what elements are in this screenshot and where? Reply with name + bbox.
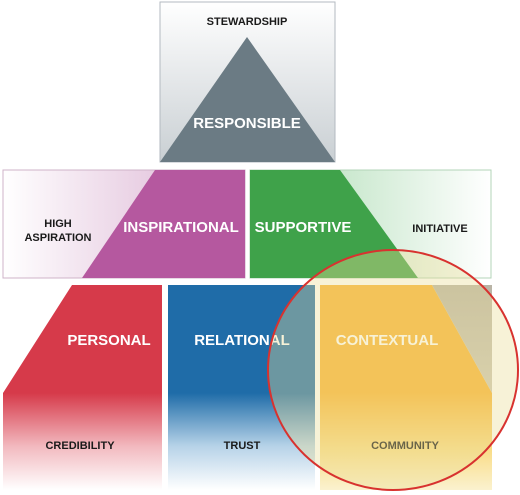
trust-box (168, 393, 315, 490)
inspirational-label: INSPIRATIONAL (123, 219, 239, 236)
high-label: HIGH (44, 218, 72, 230)
stewardship-label: STEWARDSHIP (207, 16, 288, 28)
personal-label: PERSONAL (67, 332, 150, 349)
trust-label: TRUST (224, 440, 261, 452)
contextual-corner-fade (432, 285, 492, 393)
community-box (320, 393, 492, 490)
personal-shape (3, 285, 162, 393)
responsible-triangle (160, 37, 335, 162)
contextual-box (320, 285, 422, 393)
contextual-edge (422, 285, 492, 393)
relational-box (168, 285, 315, 393)
initiative-label: INITIATIVE (412, 223, 467, 235)
responsible-label: RESPONSIBLE (193, 115, 301, 132)
contextual-label: CONTEXTUAL (336, 332, 439, 349)
inspirational-shape (82, 170, 245, 278)
aspiration-label: ASPIRATION (24, 232, 91, 244)
highlight-circle (267, 249, 519, 491)
supportive-label: SUPPORTIVE (255, 219, 352, 236)
community-label: COMMUNITY (371, 440, 439, 452)
credibility-label: CREDIBILITY (45, 440, 115, 452)
credibility-box (3, 393, 162, 490)
relational-label: RELATIONAL (194, 332, 290, 349)
